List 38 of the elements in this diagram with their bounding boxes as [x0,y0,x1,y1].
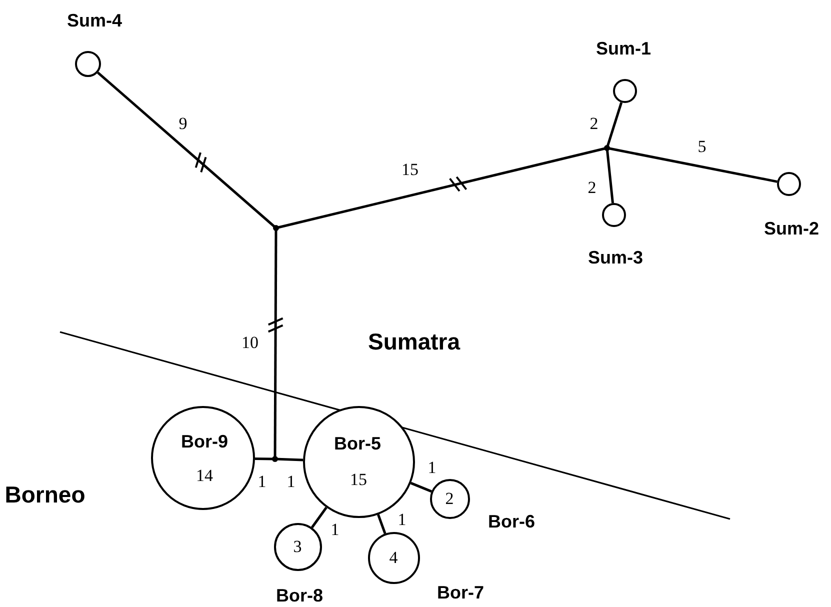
haplotype-label: Bor-9 [181,431,228,452]
edge-label: 9 [178,114,188,134]
connector-line [274,228,278,459]
connector-line [276,146,608,230]
haplotype-label: Sum-2 [764,218,819,239]
edge-label: 5 [698,137,706,157]
connector-line [606,146,778,183]
edge-label: 2 [590,114,598,134]
connector-line [377,514,386,534]
haplotype-count: 4 [389,548,398,568]
edge-label: 1 [258,472,266,492]
junction-point [273,225,279,231]
edge-label: 15 [402,160,418,180]
haplotype-label: Bor-6 [488,511,535,532]
edge-label: 1 [398,510,406,530]
region-label: Sumatra [368,328,460,356]
haplotype-count: 2 [445,488,454,508]
connector-line [310,506,328,528]
region-label: Borneo [4,482,86,508]
connector-line [96,72,277,229]
haplotype-label: Sum-3 [588,247,643,268]
edge-label: 10 [242,333,258,353]
haplotype-label: Sum-1 [596,38,651,59]
haplotype-count: 14 [196,466,213,486]
edge-label: 1 [428,458,436,478]
junction-point [604,145,610,151]
edge-label: 2 [588,178,596,198]
haplotype-label: Bor-5 [334,433,381,454]
connector-line [606,102,623,148]
edge-label: 1 [286,472,296,492]
haplotype-label: Sum-4 [67,10,122,31]
connector-line [410,482,432,493]
haplotype-label: Bor-8 [276,585,323,606]
edge-label: 1 [330,520,340,540]
haplotype-label: Bor-7 [437,582,484,603]
haplotype-count: 3 [293,536,302,556]
haplotype-count: 15 [350,470,367,490]
junction-point [272,456,278,462]
